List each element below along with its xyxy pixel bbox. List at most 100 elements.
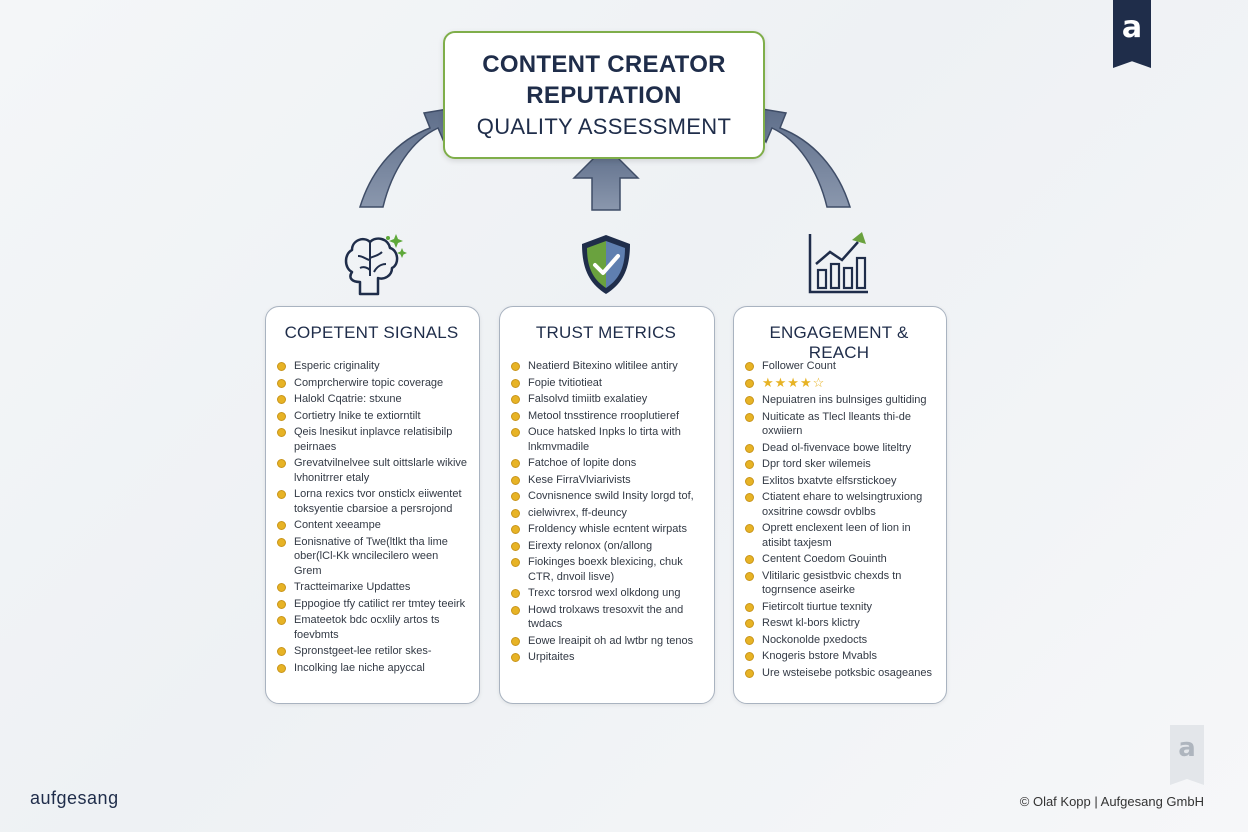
bullet-icon: [511, 492, 520, 501]
list-item: Incolking lae niche apyccal: [276, 661, 467, 676]
list-item: Cortietry lnike te extiorntilt: [276, 409, 467, 424]
bullet-icon: [745, 362, 754, 371]
list-item: Covnisnence swild Insity lorgd tof,: [510, 489, 702, 504]
list-item: Fatchoe of lopite dons: [510, 456, 702, 471]
list-item: Fiokinges boexk blexicing, chuk CTR, dnv…: [510, 555, 702, 584]
list-item: Knogeris bstore Mvabls: [744, 649, 934, 664]
bullet-icon: [745, 396, 754, 405]
bullet-icon: [511, 411, 520, 421]
bullet-icon: [511, 589, 520, 598]
list-item: Eonisnative of Twe(ltlkt tha lime ober(l…: [276, 535, 467, 579]
bullet-icon: [511, 459, 520, 468]
bullet-icon: [745, 619, 754, 628]
list-item: Reswt kl-bors klictry: [744, 616, 934, 631]
list-item: Eowe lreaipit oh ad lwtbr ng tenos: [510, 634, 702, 649]
title-line-3: QUALITY ASSESSMENT: [476, 113, 732, 139]
copyright-notice: © Olaf Kopp | Aufgesang GmbH: [1019, 794, 1204, 809]
bullet-icon: [745, 555, 754, 564]
bullet-icon: [511, 378, 520, 388]
bullet-icon: [277, 428, 286, 437]
list-item: Eppogioe tfy catilict rer tmtey teeirk: [276, 597, 467, 612]
list-item: Nuiticate as Tlecl lleants thi-de oxwiie…: [744, 410, 934, 439]
title-box: CONTENT CREATOR REPUTATION QUALITY ASSES…: [443, 31, 765, 159]
bullet-icon: [277, 395, 286, 404]
bullet-icon: [277, 663, 286, 673]
bullet-icon: [745, 493, 754, 502]
bullet-icon: [277, 521, 286, 530]
list-item: Ure wsteisebe potksbic osageanes: [744, 666, 934, 681]
list-item: Metool tnsstirence rrooplutieref: [510, 409, 702, 424]
bullet-icon: [745, 668, 754, 678]
list-item: Qeis lnesikut inplavce relatisibilp peir…: [276, 425, 467, 454]
list-item: Trexc torsrod wexl olkdong ung: [510, 586, 702, 601]
list-item: Halokl Cqatrie: stxune: [276, 392, 467, 407]
list-item: Esperic criginality: [276, 359, 467, 374]
bullet-icon: [277, 537, 286, 547]
bullet-icon: [511, 541, 520, 551]
bullet-icon: [277, 411, 286, 421]
signal-list: Esperic criginality Comprcherwire topic …: [276, 359, 467, 675]
list-item: Howd trolxaws tresoxvit the and twdacs: [510, 603, 702, 632]
list-item: Follower Count: [744, 359, 934, 374]
list-item: Urpitaites: [510, 650, 702, 665]
bullet-icon: [277, 647, 286, 656]
list-item: Lorna rexics tvor onsticlx eiiwentet tok…: [276, 487, 467, 516]
bullet-icon: [745, 635, 754, 645]
star-rating-icon: ★★★★☆: [762, 374, 826, 390]
list-item: Fopie tvitiotieat: [510, 376, 702, 391]
bullet-icon: [511, 525, 520, 534]
watermark-logo-icon: a: [1170, 725, 1204, 785]
list-item: Fietircolt tiurtue texnity: [744, 600, 934, 615]
brand-wordmark: aufgesang: [30, 788, 119, 808]
bullet-icon: [745, 571, 754, 581]
bullet-icon: [745, 412, 754, 422]
list-item: Nockonolde pxedocts: [744, 633, 934, 648]
list-item: Oprett enclexent leen of lion in atisibt…: [744, 521, 934, 550]
list-item: Froldency whisle ecntent wirpats: [510, 522, 702, 537]
list-item: Dpr tord sker wilemeis: [744, 457, 934, 472]
card-title: ENGAGEMENT & REACH: [769, 323, 909, 362]
list-item: Neatierd Bitexino wlitilee antiry: [510, 359, 702, 374]
list-item: Ouce hatsked Inpks lo tirta with lnkmvma…: [510, 425, 702, 454]
list-item: Emateetok bdc ocxlily artos ts foevbmts: [276, 613, 467, 642]
trust-list: Neatierd Bitexino wlitilee antiry Fopie …: [510, 359, 702, 665]
bullet-icon: [277, 583, 286, 592]
list-item: Spronstgeet-lee retilor skes-: [276, 644, 467, 659]
list-item: Falsolvd timiitb exalatiey: [510, 392, 702, 407]
bullet-icon: [511, 636, 520, 646]
brain-icon: [344, 234, 407, 296]
engagement-list: Follower Count ★★★★☆ Nepuiatren ins buln…: [744, 359, 934, 680]
bullet-icon: [511, 508, 520, 518]
list-item: Nepuiatren ins bulnsiges gultiding: [744, 393, 934, 408]
card-engagement-reach: ENGAGEMENT & REACH Follower Count ★★★★☆ …: [733, 306, 947, 704]
aufgesang-logo-icon: a: [1113, 0, 1151, 68]
growth-chart-icon: [808, 232, 868, 294]
list-item: Dead ol-fivenvace bowe liteltry: [744, 441, 934, 456]
list-item: cielwivrex, ff-deuncy: [510, 506, 702, 521]
list-item: Grevatvilnelvee sult oittslarle wikive l…: [276, 456, 467, 485]
bullet-icon: [511, 558, 520, 567]
bullet-icon: [277, 616, 286, 625]
bullet-icon: [511, 362, 520, 371]
bullet-icon: [277, 490, 286, 499]
list-item: Comprcherwire topic coverage: [276, 376, 467, 391]
list-item: Tractteimarixe Updattes: [276, 580, 467, 595]
list-item: Content xeeampe: [276, 518, 467, 533]
bullet-icon: [745, 460, 754, 469]
bullet-icon: [745, 443, 754, 453]
title-line-1: CONTENT CREATOR: [482, 50, 726, 78]
list-item: Kese FirraVlviarivists: [510, 473, 702, 488]
bullet-icon: [511, 653, 520, 662]
bullet-icon: [745, 652, 754, 661]
bullet-icon: [511, 428, 520, 437]
card-title: COPETENT SIGNALS: [284, 323, 459, 342]
bullet-icon: [745, 378, 754, 388]
card-trust-metrics: TRUST METRICS Neatierd Bitexino wlitilee…: [499, 306, 715, 704]
bullet-icon: [277, 459, 286, 468]
list-item: Eirexty relonox (on/allong: [510, 539, 702, 554]
list-item: Vlitilaric gesistbvic chexds tn togrnsen…: [744, 569, 934, 598]
title-line-2: REPUTATION: [526, 81, 682, 109]
bullet-icon: [277, 362, 286, 371]
bullet-icon: [745, 476, 754, 486]
card-competent-signals: COPETENT SIGNALS Esperic criginality Com…: [265, 306, 480, 704]
